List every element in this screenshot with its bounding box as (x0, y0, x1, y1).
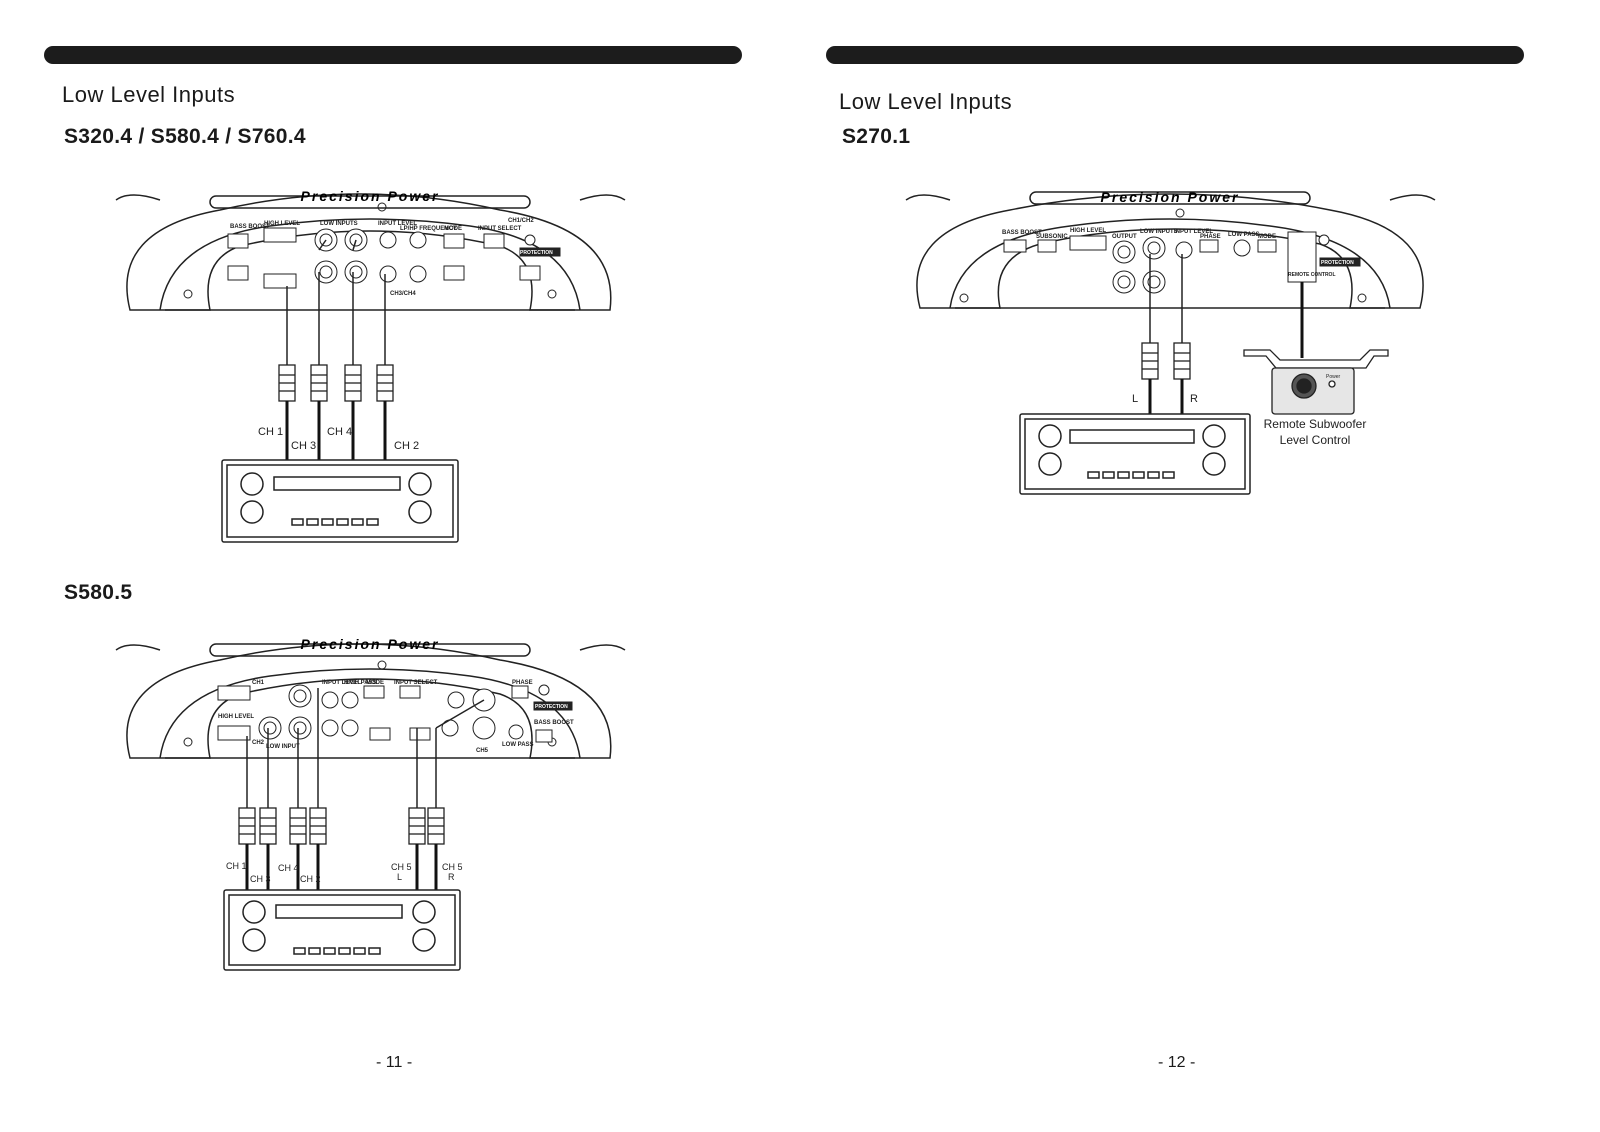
model-title-right: S270.1 (842, 125, 911, 148)
amplifier-body (905, 191, 1436, 309)
label-low-pass: LOW PASS (502, 742, 534, 748)
label-input-level: INPUT LEVEL (378, 221, 417, 227)
wiring-diagram-mono: Precision Power BASS BOOST SUBSONIC HIGH… (905, 189, 1436, 495)
label-ch3: CH 3 (250, 874, 271, 884)
label-frequency: LP/HP FREQUENCY (400, 226, 457, 232)
label-low-input: LOW INPUT (266, 744, 300, 750)
wiring-diagram-4ch: Precision Power BASS BOOST HIGH LEVEL LO… (115, 188, 626, 543)
label-l: L (397, 872, 402, 882)
brand-logo: Precision Power (1101, 189, 1240, 205)
label-high-level: HIGH LEVEL (1070, 228, 1106, 234)
label-low-inputs: LOW INPUTS (1140, 229, 1178, 235)
page-number-left: - 11 - (376, 1054, 413, 1071)
rca-cables (286, 239, 386, 365)
label-bass-boost: BASS BOOST (534, 720, 574, 726)
rca-plug-icon (278, 364, 394, 402)
header-bar-left (44, 46, 742, 64)
label-protection: PROTECTION (535, 704, 568, 710)
label-subsonic: SUBSONIC (1036, 234, 1068, 240)
label-ch4: CH 4 (278, 863, 299, 873)
remote-label-line1: Remote Subwoofer (1264, 417, 1367, 431)
rca-cables (246, 688, 485, 808)
brand-logo: Precision Power (301, 636, 440, 652)
remote-label-line2: Level Control (1280, 433, 1351, 447)
label-left: L (1132, 393, 1138, 405)
model-title-b: S580.5 (64, 581, 133, 604)
control-panel (1003, 231, 1361, 294)
label-low-pass: LOW PASS (1228, 232, 1260, 238)
label-r: R (448, 872, 455, 882)
label-remote-control: REMOTE CONTROL (1288, 272, 1336, 278)
label-input-select: INPUT SELECT (394, 680, 438, 686)
label-ch1: CH1 (252, 680, 265, 686)
page-number-right: - 12 - (1158, 1054, 1196, 1071)
label-ch1: CH 1 (226, 861, 247, 871)
amplifier-body (115, 643, 626, 759)
screw-icon (183, 202, 557, 299)
label-ch2: CH 2 (300, 874, 321, 884)
remote-power-label: Power (1326, 374, 1341, 380)
rca-cables (1149, 254, 1303, 358)
label-ch2: CH2 (252, 740, 265, 746)
label-phase: PHASE (1200, 234, 1221, 240)
screw-icon (959, 208, 1367, 303)
label-ch3-ch4: CH3/CH4 (390, 291, 416, 297)
rca-plug-icon (1141, 342, 1191, 380)
brand-logo: Precision Power (301, 188, 440, 204)
label-bass-boost: BASS BOOST (1002, 230, 1042, 236)
label-ch5-right: CH 5 (442, 862, 463, 872)
label-ch1: CH 1 (258, 426, 283, 438)
section-title-right: Low Level Inputs (839, 89, 1013, 114)
wiring-diagram-5ch: Precision Power CH1 CH2 INPUT LEVEL HIGH… (115, 636, 626, 971)
header-bar-right (826, 46, 1524, 64)
model-title-a: S320.4 / S580.4 / S760.4 (64, 125, 306, 148)
label-high-level: HIGH LEVEL (264, 221, 300, 227)
control-panel (217, 684, 573, 743)
label-right: R (1190, 393, 1198, 405)
label-low-inputs: LOW INPUTS (320, 221, 358, 227)
label-mode: MODE (366, 680, 384, 686)
label-bass-boost: BASS BOOST (230, 224, 270, 230)
label-input-select: INPUT SELECT (478, 226, 522, 232)
label-ch3: CH 3 (291, 440, 316, 452)
label-high-level: HIGH LEVEL (218, 714, 254, 720)
label-ch5-left: CH 5 (391, 862, 412, 872)
label-ch1-ch2: CH1/CH2 (508, 218, 534, 224)
label-ch4: CH 4 (327, 426, 352, 438)
head-unit (1019, 413, 1251, 495)
label-mode: MODE (1258, 234, 1276, 240)
label-phase: PHASE (512, 680, 533, 686)
head-unit (223, 889, 461, 971)
head-unit (221, 459, 459, 543)
label-mode: MODE (444, 226, 462, 232)
label-protection: PROTECTION (1321, 260, 1354, 266)
label-input-level: INPUT LEVEL (322, 680, 361, 686)
remote-level-control (1243, 349, 1389, 415)
control-panel (227, 227, 561, 289)
label-ch2: CH 2 (394, 440, 419, 452)
label-ch5: CH5 (476, 748, 489, 754)
rca-plug-icon (238, 807, 445, 845)
label-high-pass: HIGH PASS (344, 680, 377, 686)
label-output: OUTPUT (1112, 234, 1137, 240)
label-input-level: INPUT LEVEL (1174, 229, 1213, 235)
section-title-left: Low Level Inputs (62, 82, 236, 107)
label-protection: PROTECTION (520, 250, 553, 256)
